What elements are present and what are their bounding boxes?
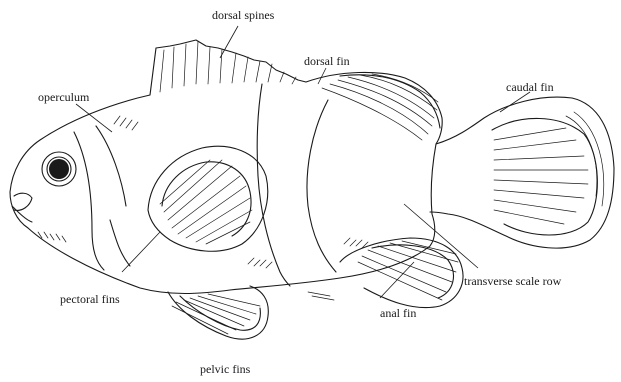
leader-caudal-fin [500,92,530,112]
label-pelvic-fins: pelvic fins [200,362,250,376]
label-dorsal-spines: dorsal spines [212,8,274,22]
scale-marks [38,116,368,300]
label-dorsal-fin: dorsal fin [304,54,350,68]
label-transverse-scale-row: transverse scale row [464,274,561,288]
dorsal-spines [150,40,306,95]
eye [42,152,76,186]
caudal-fin [430,97,614,248]
label-operculum: operculum [38,90,89,104]
label-caudal-fin: caudal fin [506,80,554,94]
anal-fin [340,238,463,308]
leader-dorsal-fin [318,68,326,84]
leader-anal-fin [380,262,414,298]
soft-dorsal-fin [306,72,442,144]
fish-body [10,95,436,294]
body-bands [74,84,336,286]
leader-pectoral-fins [122,232,160,272]
label-pectoral-fins: pectoral fins [60,292,120,306]
label-anal-fin: anal fin [380,306,416,320]
pectoral-fin [148,146,268,251]
leader-operculum [76,104,112,132]
leader-lines [76,26,530,298]
